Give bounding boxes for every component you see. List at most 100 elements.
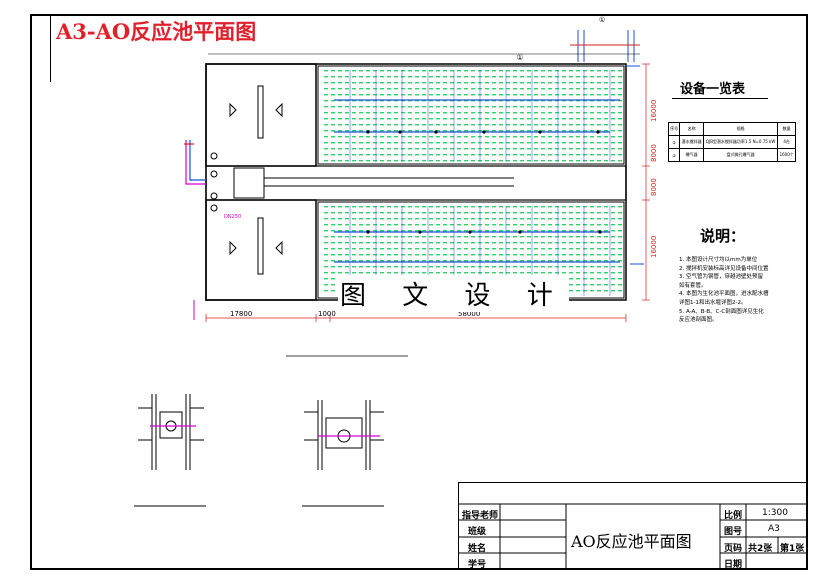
aerator-mark [345,254,349,256]
aerator-mark [464,70,468,72]
aerator-mark [590,76,594,78]
aerator-mark [520,212,524,214]
aerator-mark [499,82,503,84]
aerator-mark [408,260,412,262]
aerator-mark [618,142,622,144]
aerator-mark [457,260,461,262]
aerator-mark [457,88,461,90]
aerator-mark [464,94,468,96]
aerator-mark [527,70,531,72]
aerator-mark [457,142,461,144]
aerator-mark [352,94,356,96]
aerator-mark [464,212,468,214]
aerator-mark [401,106,405,108]
aerator-mark [541,154,545,156]
inlet-connectors [210,152,218,212]
aerator-mark [429,136,433,138]
aerator-mark [338,112,342,114]
aerator-mark [569,236,573,238]
aerator-mark [485,142,489,144]
aerator-mark [534,242,538,244]
aerator-mark [345,94,349,96]
aerator-mark [520,272,524,274]
aerator-mark [583,136,587,138]
aerator-mark [611,224,615,226]
aerator-mark [583,248,587,250]
aerator-mark [618,118,622,120]
aerator-mark [527,266,531,268]
aerator-mark [520,130,524,132]
aerator-mark [422,230,426,232]
aerator-mark [583,154,587,156]
aerator-mark [618,100,622,102]
aerator-mark [576,230,580,232]
aerator-mark [324,290,328,292]
aerator-mark [429,160,433,162]
aerator-mark [471,218,475,220]
aerator-mark [324,260,328,262]
aerator-mark [429,242,433,244]
aerator-mark [387,118,391,120]
aerator-mark [436,248,440,250]
aerator-mark [338,230,342,232]
aerator-mark [604,136,608,138]
aerator-mark [583,82,587,84]
aerator-mark [471,224,475,226]
aerator-mark [422,254,426,256]
aerator-mark [359,70,363,72]
aerator-mark [576,212,580,214]
aerator-mark [555,82,559,84]
aerator-mark [611,242,615,244]
aerator-mark [485,100,489,102]
aerator-mark [562,124,566,126]
aerator-mark [513,124,517,126]
aerator-mark [583,278,587,280]
aerator-mark [394,154,398,156]
aerator-mark [471,106,475,108]
aerator-mark [492,254,496,256]
aerator-mark [527,224,531,226]
aerator-mark [534,254,538,256]
aerator-mark [338,118,342,120]
aerator-mark [429,106,433,108]
aerator-mark [338,160,342,162]
aerator-mark [380,254,384,256]
aerator-mark [345,148,349,150]
aerator-mark [450,218,454,220]
aerator-mark [359,136,363,138]
aerator-mark [485,106,489,108]
aerator-mark [576,130,580,132]
aerator-mark [583,218,587,220]
aerator-mark [415,88,419,90]
aerator-mark [541,70,545,72]
detail-2 [302,400,384,507]
aerator-mark [436,118,440,120]
aerator-mark [394,266,398,268]
aerator-mark [471,124,475,126]
aerator-mark [583,160,587,162]
aerator-mark [555,248,559,250]
aerator-mark [387,112,391,114]
aerator-mark [576,106,580,108]
aerator-mark [548,272,552,274]
aerator-mark [555,230,559,232]
aerator-mark [331,284,335,286]
aerator-mark [541,124,545,126]
aerator-mark [324,254,328,256]
aerator-mark [338,236,342,238]
sheet-number: 第1张 [780,544,805,554]
aerator-mark [611,160,615,162]
aerator-mark [576,266,580,268]
aerator-mark [387,206,391,208]
aerator-mark [618,212,622,214]
aerator-mark [443,212,447,214]
aerator-mark [583,224,587,226]
aerator-mark [611,118,615,120]
aerator-mark [422,236,426,238]
aerator-mark [471,248,475,250]
aerator-mark [555,100,559,102]
aerator-mark [506,212,510,214]
aerator-mark [569,230,573,232]
aerator-mark [471,160,475,162]
aerator-mark [387,266,391,268]
